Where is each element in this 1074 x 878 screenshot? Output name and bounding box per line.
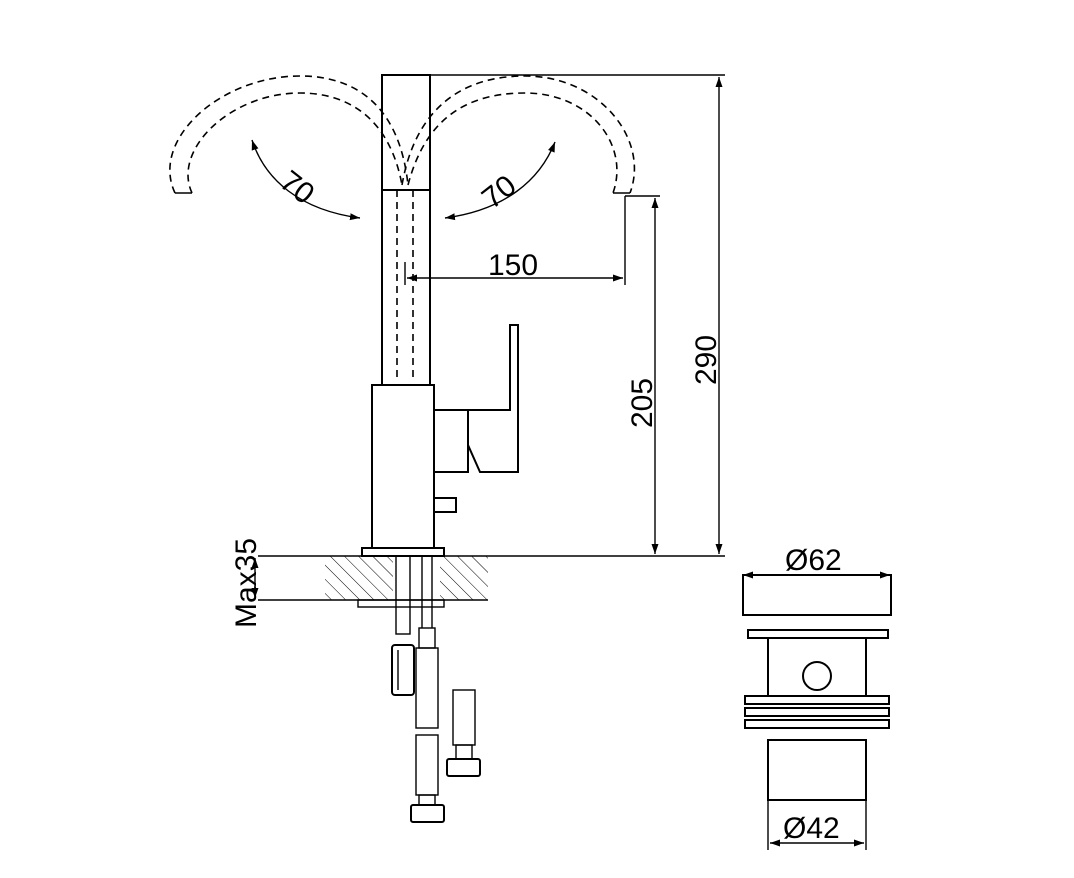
- spout-swivel-left-outer: [169, 75, 409, 194]
- waste-thread: [767, 739, 867, 801]
- base-plate: [361, 547, 445, 557]
- lever-handle: [467, 324, 519, 473]
- hose-short-fitting: [455, 744, 473, 760]
- spout-swivel-right-inner: [407, 92, 618, 194]
- angle-arc-right: [444, 141, 556, 221]
- countertop-hatch-right: [440, 556, 488, 600]
- waste-flange: [747, 629, 889, 639]
- hose-short-nut: [446, 758, 481, 777]
- hose-long-braid-top: [415, 647, 439, 729]
- mounting-parts: [391, 555, 481, 823]
- pop-up-waste: Ø62 Ø42: [742, 544, 892, 850]
- countertop-section: [258, 556, 488, 608]
- mounting-nut: [391, 644, 415, 696]
- faucet-body: [361, 74, 519, 557]
- aerator-knob: [433, 497, 457, 513]
- hose-long-braid-bottom: [415, 734, 439, 796]
- swivel-positions: [169, 75, 636, 194]
- waste-seal-3: [744, 719, 890, 729]
- hose-long-ferrule: [418, 627, 436, 649]
- spout-swivel-left-inner: [187, 92, 403, 194]
- reach-label: 150: [488, 249, 538, 282]
- waste-top-label: Ø62: [785, 544, 842, 577]
- hose-short-braid: [452, 689, 476, 746]
- angle-label-left: 70: [274, 165, 321, 212]
- mounting-washer: [357, 599, 445, 608]
- max-deck-label: Max35: [230, 538, 263, 628]
- countertop-hatch-left: [325, 556, 393, 600]
- lower-body: [371, 384, 435, 549]
- angle-arc-left: [251, 139, 361, 221]
- waste-seal-2: [744, 707, 890, 717]
- overflow-hole: [802, 661, 832, 691]
- waste-thread-label: Ø42: [783, 812, 840, 845]
- hose-long-nut: [410, 804, 445, 823]
- threaded-rod: [395, 555, 411, 635]
- spout-swivel-right-outer: [401, 75, 636, 194]
- spout-height-label: 205: [626, 378, 659, 428]
- waste-cap: [742, 574, 892, 616]
- waste-body: [767, 637, 867, 697]
- lever-mount: [433, 409, 469, 473]
- waste-seal-1: [744, 695, 890, 705]
- hose-long-fitting: [418, 794, 436, 806]
- total-height-label: 290: [690, 335, 723, 385]
